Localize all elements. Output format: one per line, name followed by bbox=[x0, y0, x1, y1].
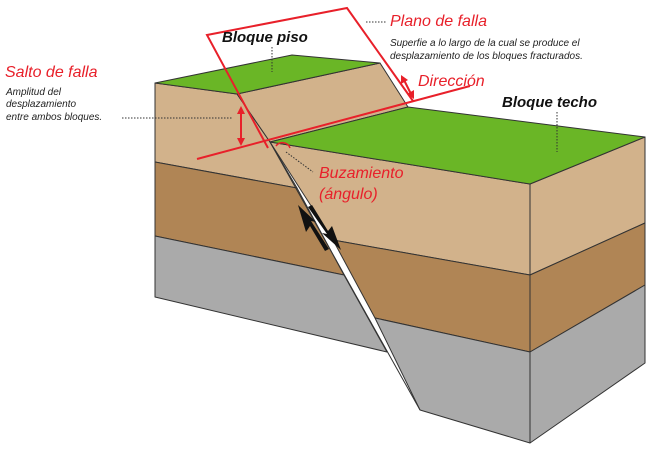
bloque-techo-label: Bloque techo bbox=[502, 94, 598, 111]
dip-angle-arc bbox=[275, 142, 291, 149]
buzamiento-label: Buzamiento bbox=[319, 165, 404, 182]
down-arrow-icon bbox=[308, 205, 341, 250]
strike-line bbox=[196, 85, 471, 160]
salto-desc-line-1: Amplitud del bbox=[6, 87, 62, 98]
plano-desc-line-1: Superfie a lo largo de la cual se produc… bbox=[390, 38, 580, 49]
side-rock-layer bbox=[529, 284, 646, 444]
angulo-label: (ángulo) bbox=[319, 186, 378, 203]
salto-desc-line-3: entre ambos bloques. bbox=[6, 112, 103, 123]
salto-de-falla-label: Salto de falla bbox=[5, 64, 98, 81]
plano-de-falla-label: Plano de falla bbox=[390, 13, 487, 30]
salto-desc-line-2: desplazamiento bbox=[6, 99, 77, 110]
direction-arrow bbox=[401, 75, 414, 99]
bloque-piso-label: Bloque piso bbox=[222, 29, 308, 46]
direccion-label: Dirección bbox=[418, 73, 485, 90]
throw-arrow bbox=[237, 106, 245, 146]
fault-line bbox=[269, 141, 421, 411]
up-arrow-icon bbox=[298, 205, 329, 251]
slip-arrows bbox=[298, 205, 341, 251]
buzamiento-leader bbox=[285, 151, 314, 173]
fault-plane-outline bbox=[205, 6, 414, 149]
plano-desc-line-2: desplazamiento de los bloques fracturado… bbox=[390, 51, 583, 62]
footwall-grass-top bbox=[154, 54, 381, 95]
hangingwall-grass-top bbox=[269, 106, 646, 185]
